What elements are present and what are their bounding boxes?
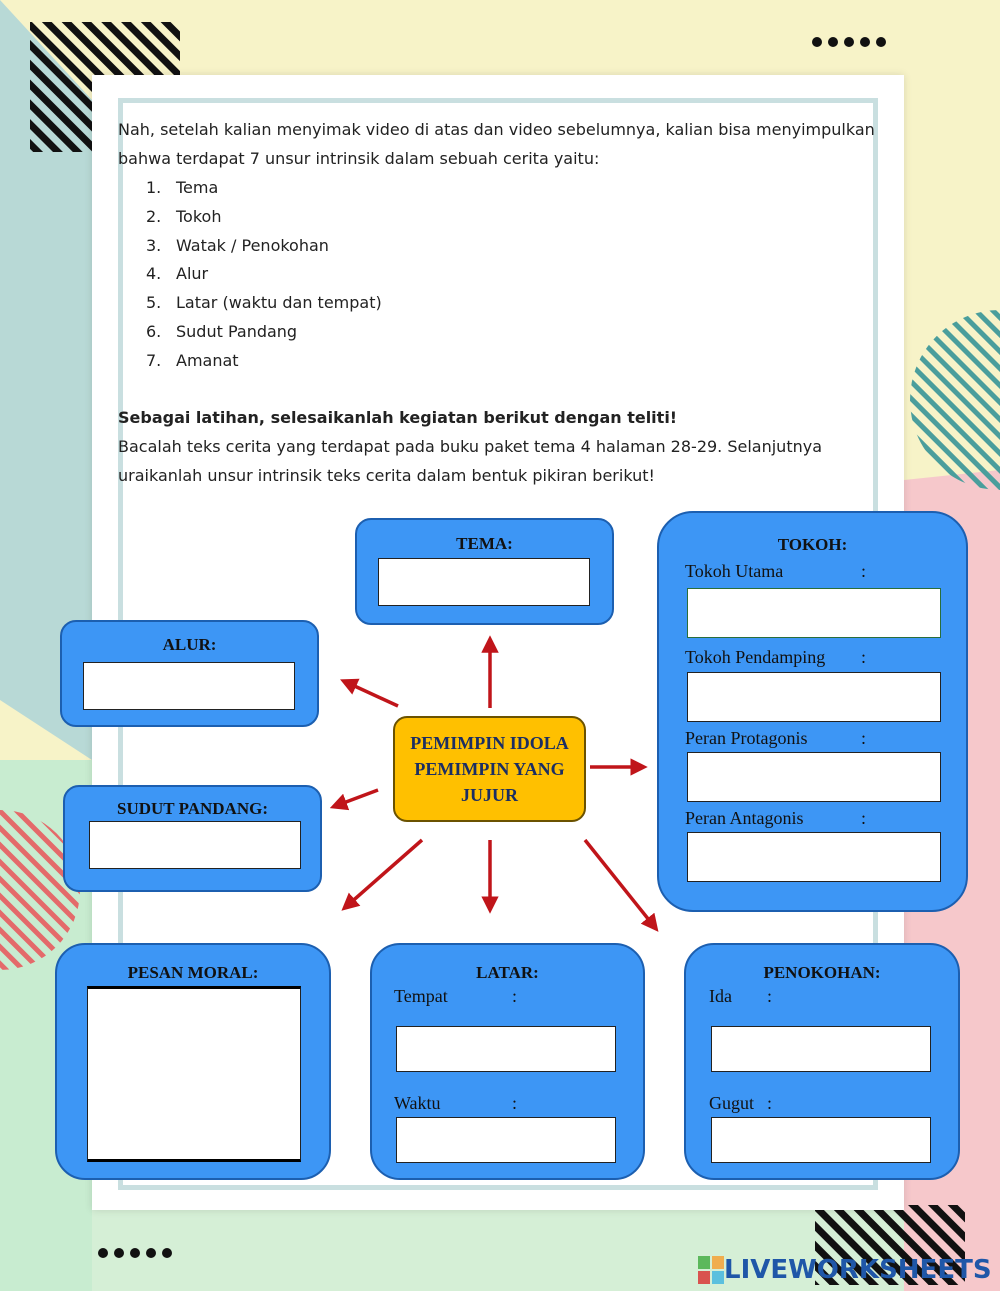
exercise-line-2: uraikanlah unsur intrinsik teks cerita d… (118, 466, 655, 485)
sudut-pandang-title: SUDUT PANDANG: (117, 799, 268, 818)
tokoh-utama-input[interactable] (687, 588, 941, 638)
list-item: 1.Tema (146, 178, 219, 197)
peran-protagonis-colon: : (861, 728, 867, 748)
ida-input[interactable] (711, 1026, 931, 1072)
latar-box: LATAR: Tempat : Waktu : (370, 943, 645, 1180)
sudut-pandang-input[interactable] (89, 821, 301, 869)
tempat-label: Tempat (394, 986, 448, 1006)
waktu-label: Waktu (394, 1093, 441, 1113)
list-item: 4.Alur (146, 264, 209, 283)
penokohan-box: PENOKOHAN: Ida : Gugut : (684, 943, 960, 1180)
tema-box: TEMA: (355, 518, 614, 625)
tokoh-utama-label: Tokoh Utama (685, 561, 784, 581)
tema-title: TEMA: (456, 534, 513, 553)
ida-colon: : (767, 986, 773, 1006)
alur-input[interactable] (83, 662, 295, 710)
tokoh-utama-colon: : (861, 561, 867, 581)
tempat-input[interactable] (396, 1026, 616, 1072)
tokoh-title: TOKOH: (777, 535, 848, 554)
list-item: 2.Tokoh (146, 207, 222, 226)
decorative-dots-top (812, 32, 892, 51)
ida-label: Ida (709, 986, 732, 1006)
list-item: 7.Amanat (146, 351, 239, 370)
center-line-1: PEMIMPIN IDOLA (410, 733, 569, 753)
gugut-label: Gugut (709, 1093, 754, 1113)
list-item: 5.Latar (waktu dan tempat) (146, 293, 382, 312)
exercise-heading: Sebagai latihan, selesaikanlah kegiatan … (118, 408, 678, 427)
penokohan-title: PENOKOHAN: (763, 963, 881, 982)
waktu-colon: : (512, 1093, 518, 1113)
pesan-moral-title: PESAN MORAL: (127, 963, 259, 982)
liveworksheets-logo-icon (698, 1256, 724, 1284)
gugut-colon: : (767, 1093, 773, 1113)
tokoh-pendamping-colon: : (861, 647, 867, 667)
list-item: 6.Sudut Pandang (146, 322, 298, 341)
center-line-2: PEMIMPIN YANG (414, 759, 565, 779)
exercise-line-1: Bacalah teks cerita yang terdapat pada b… (118, 437, 823, 456)
list-item: 3.Watak / Penokohan (146, 236, 329, 255)
tokoh-pendamping-input[interactable] (687, 672, 941, 722)
alur-box: ALUR: (60, 620, 319, 727)
tokoh-box: TOKOH: Tokoh Utama : Tokoh Pendamping : … (657, 511, 968, 912)
peran-antagonis-input[interactable] (687, 832, 941, 882)
center-topic: PEMIMPIN IDOLA PEMIMPIN YANG JUJUR (393, 716, 586, 822)
alur-title: ALUR: (162, 635, 217, 654)
peran-protagonis-label: Peran Protagonis (685, 728, 808, 748)
liveworksheets-logo[interactable]: LIVEWORKSHEETS (698, 1255, 992, 1285)
tempat-colon: : (512, 986, 518, 1006)
peran-antagonis-label: Peran Antagonis (685, 808, 804, 828)
center-line-3: JUJUR (461, 785, 518, 805)
pesan-moral-input[interactable] (87, 986, 301, 1162)
decorative-dots-bottom (98, 1243, 178, 1262)
latar-title: LATAR: (476, 963, 539, 982)
tokoh-pendamping-label: Tokoh Pendamping (685, 647, 826, 667)
peran-protagonis-input[interactable] (687, 752, 941, 802)
sudut-pandang-box: SUDUT PANDANG: (63, 785, 322, 892)
waktu-input[interactable] (396, 1117, 616, 1163)
peran-antagonis-colon: : (861, 808, 867, 828)
liveworksheets-logo-text: LIVEWORKSHEETS (724, 1255, 992, 1285)
pesan-moral-box: PESAN MORAL: (55, 943, 331, 1180)
gugut-input[interactable] (711, 1117, 931, 1163)
intro-line-2: bahwa terdapat 7 unsur intrinsik dalam s… (118, 149, 600, 168)
intro-line-1: Nah, setelah kalian menyimak video di at… (118, 120, 875, 139)
tema-input[interactable] (378, 558, 590, 606)
